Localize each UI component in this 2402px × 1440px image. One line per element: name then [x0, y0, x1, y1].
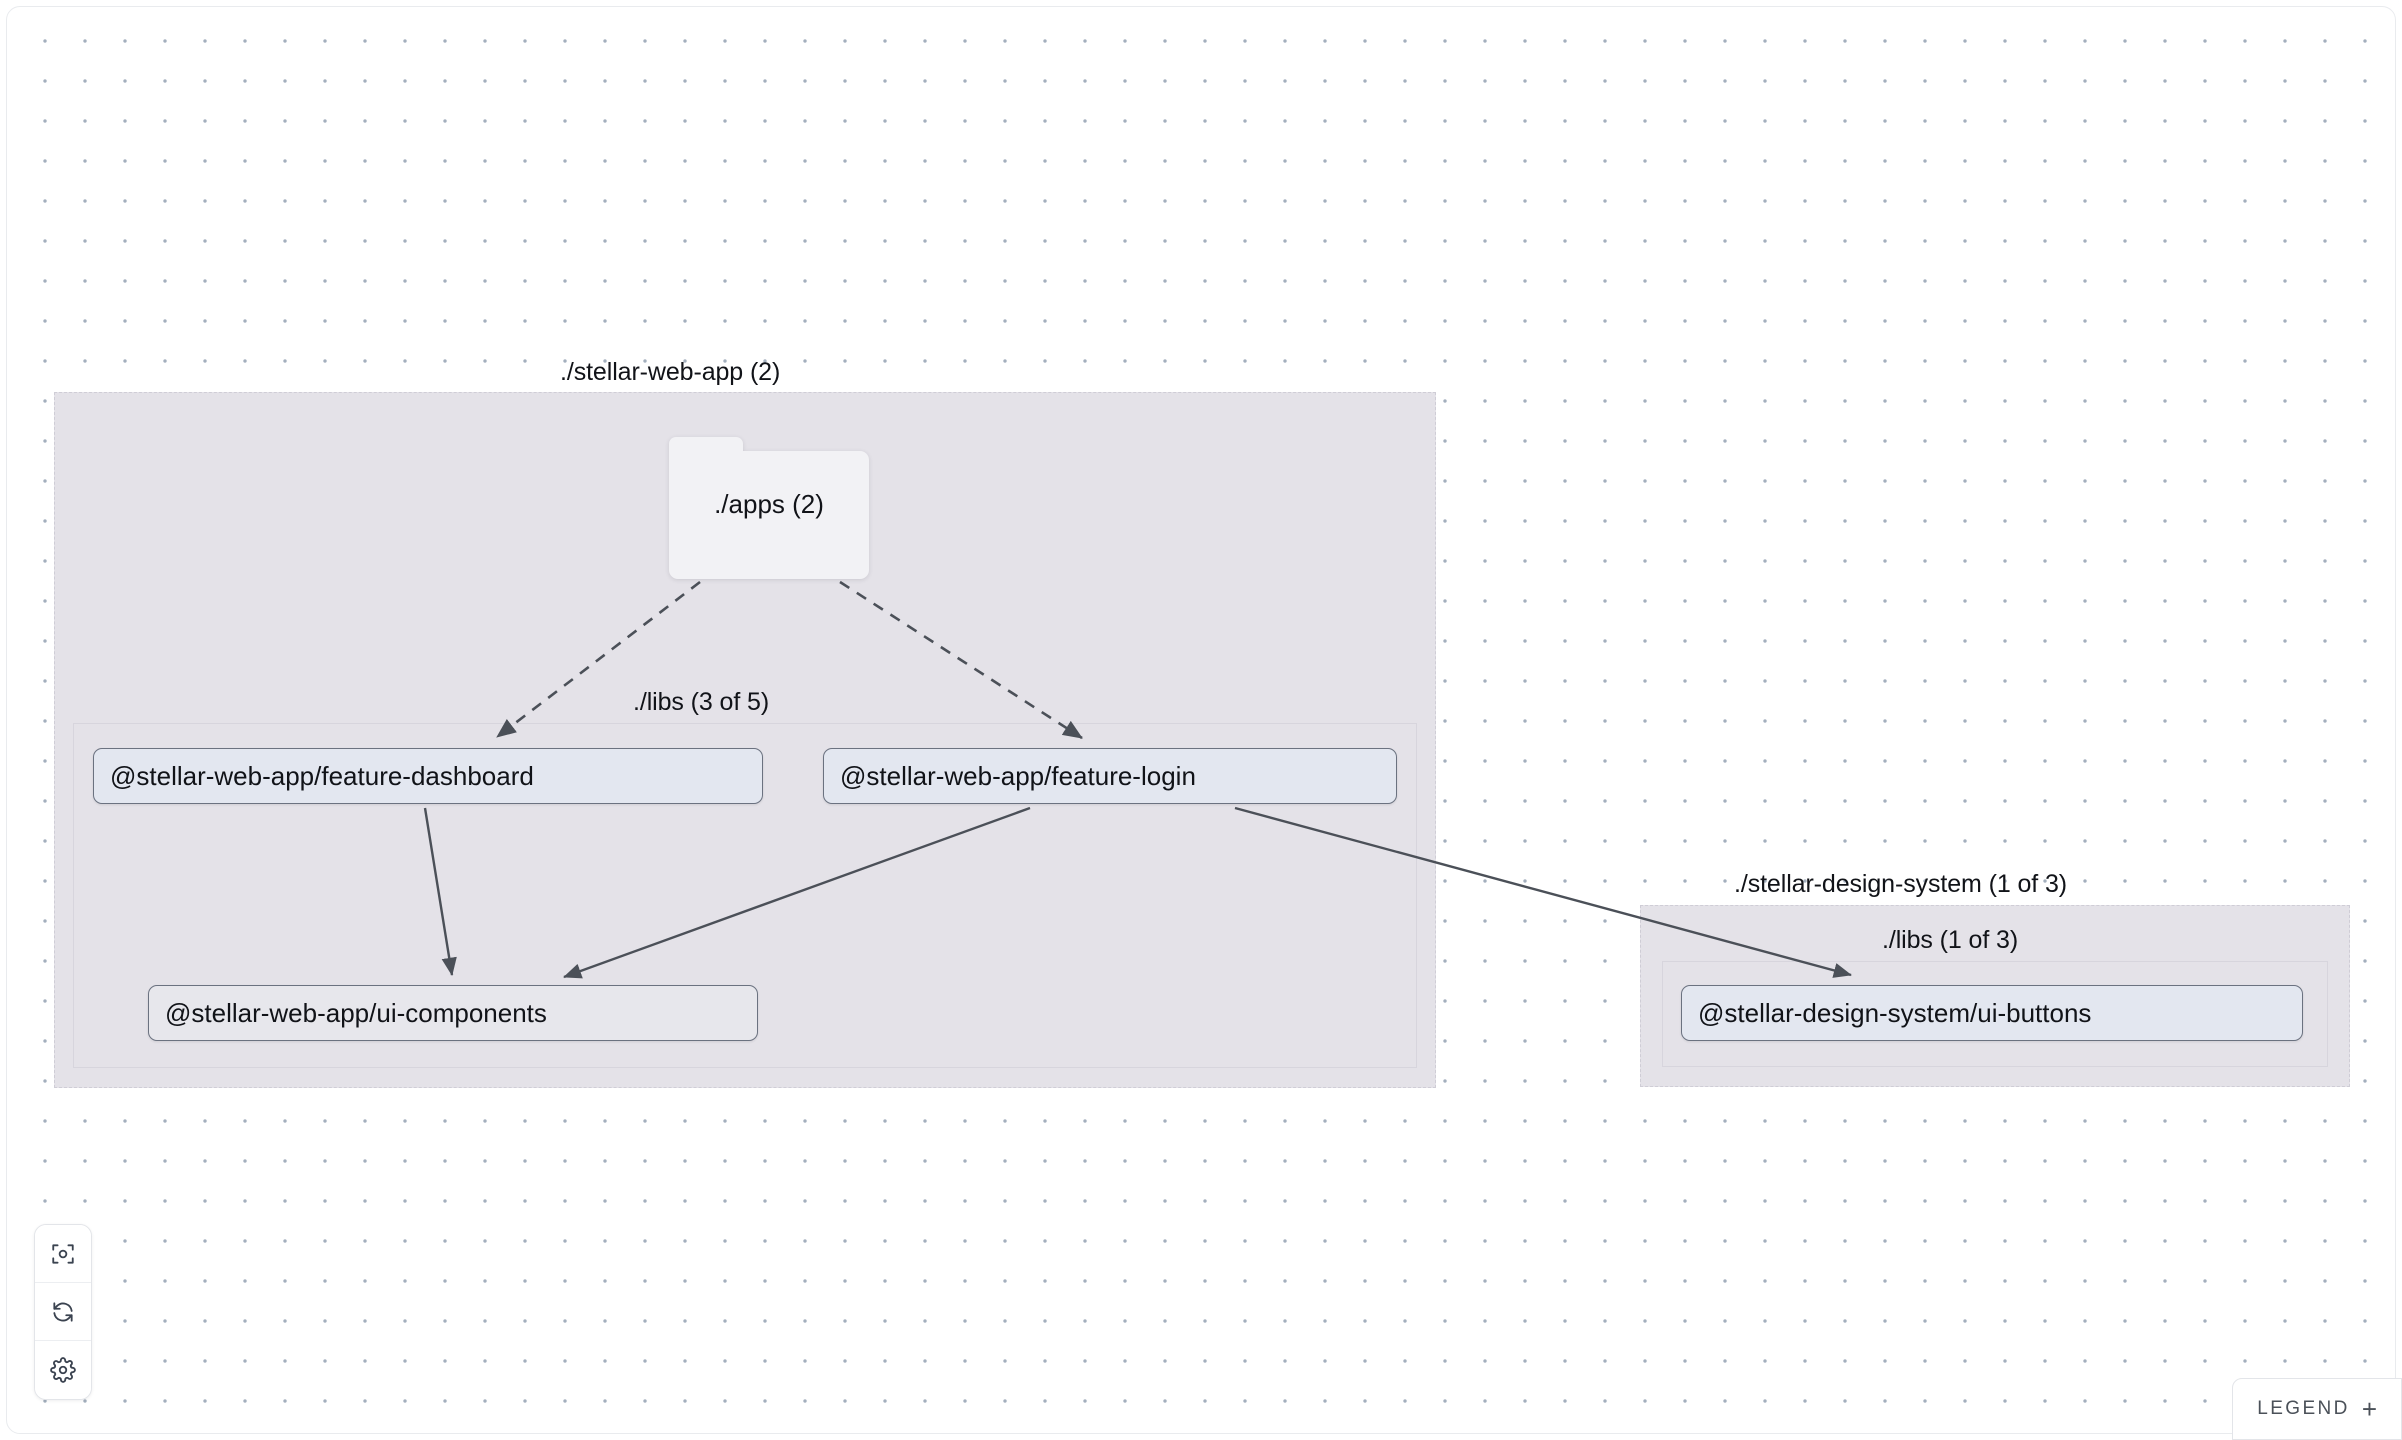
settings-button[interactable]	[35, 1341, 91, 1399]
folder-body	[669, 445, 869, 579]
project-node-feature-dashboard[interactable]: @stellar-web-app/feature-dashboard	[93, 748, 763, 804]
project-node-label: @stellar-web-app/feature-login	[840, 760, 1196, 791]
project-node-label: @stellar-web-app/feature-dashboard	[110, 760, 534, 791]
project-node-feature-login[interactable]: @stellar-web-app/feature-login	[823, 748, 1397, 804]
folder-node-label: ./apps (2)	[714, 489, 824, 519]
project-node-label: @stellar-design-system/ui-buttons	[1698, 997, 2092, 1028]
project-node-label: @stellar-web-app/ui-components	[165, 997, 547, 1028]
focus-graph-button[interactable]	[35, 1225, 91, 1283]
legend-toggle[interactable]: LEGEND +	[2232, 1378, 2402, 1440]
folder-node-apps[interactable]: ./apps (2)	[669, 437, 869, 579]
group-label-stellar-design-system-libs: ./libs (1 of 3)	[1882, 926, 2019, 954]
group-label-stellar-web-app-libs: ./libs (3 of 5)	[633, 688, 770, 716]
plus-icon: +	[2361, 1394, 2377, 1424]
group-label-stellar-web-app: ./stellar-web-app (2)	[560, 358, 781, 386]
gear-icon	[50, 1357, 76, 1383]
project-node-ui-buttons[interactable]: @stellar-design-system/ui-buttons	[1681, 985, 2303, 1041]
refresh-icon	[50, 1299, 76, 1325]
graph-toolbar	[34, 1224, 92, 1400]
group-label-stellar-design-system: ./stellar-design-system (1 of 3)	[1734, 870, 2068, 898]
legend-label: LEGEND	[2257, 1398, 2350, 1419]
refresh-graph-button[interactable]	[35, 1283, 91, 1341]
focus-target-icon	[50, 1241, 76, 1267]
project-node-ui-components[interactable]: @stellar-web-app/ui-components	[148, 985, 758, 1041]
